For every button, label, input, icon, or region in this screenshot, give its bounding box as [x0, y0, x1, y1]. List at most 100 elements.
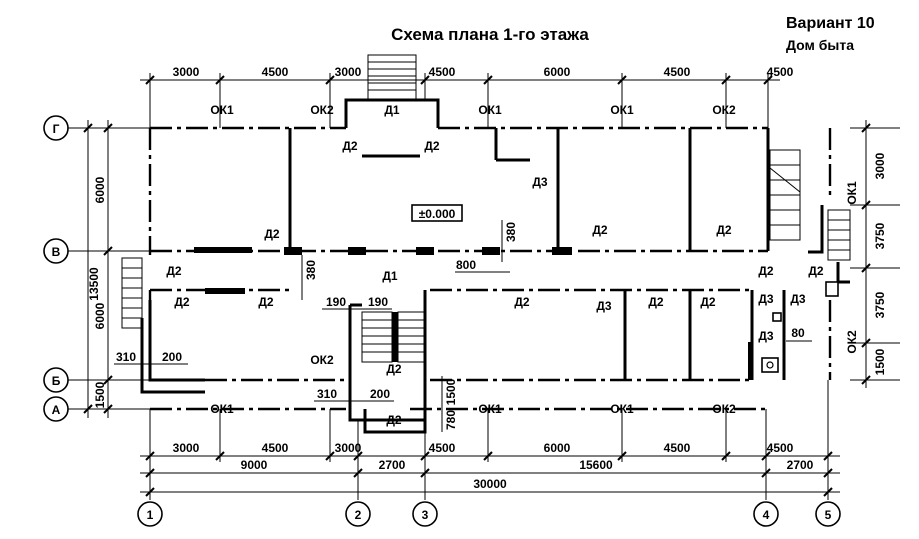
dim-310-center: 310 [317, 387, 337, 401]
dim-right-4: 1500 [873, 348, 887, 375]
variant-label: Вариант 10 [786, 15, 875, 32]
door-d2-5: Д2 [716, 223, 732, 237]
dim-190-b: 190 [368, 295, 388, 309]
dim-right-1: 3000 [873, 152, 887, 179]
dim-200-center: 200 [370, 387, 390, 401]
dim-bottom-4: 4500 [429, 441, 456, 455]
door-d3-3: Д3 [758, 292, 774, 306]
axis-markers [43, 115, 841, 527]
dim-top-3: 3000 [335, 65, 362, 79]
door-d3-2: Д3 [596, 299, 612, 313]
axis-g: Г [53, 122, 60, 136]
window-ok1-top-1: ОК1 [210, 103, 234, 117]
door-d2-4: Д2 [592, 223, 608, 237]
axis-5: 5 [825, 508, 832, 522]
dim-310-left: 310 [116, 350, 136, 364]
dim-top-1: 3000 [173, 65, 200, 79]
dim-80: 80 [791, 326, 805, 340]
door-d1-hall: Д1 [382, 269, 398, 283]
dim-top-5: 6000 [544, 65, 571, 79]
corridor-columns [194, 247, 572, 294]
door-d2-2: Д2 [424, 139, 440, 153]
central-staircase [348, 303, 427, 434]
axis-a: А [52, 403, 61, 417]
window-ok2-bottom-2: ОК2 [712, 402, 736, 416]
door-d2-6: Д2 [166, 264, 182, 278]
top-entrance-stair [344, 54, 440, 128]
dim-800: 800 [456, 258, 476, 272]
interior-walls [148, 128, 786, 409]
dim-span-1: 9000 [241, 458, 268, 472]
outer-walls [148, 126, 832, 411]
dim-bottom-5: 6000 [544, 441, 571, 455]
sanitary-fixtures [748, 312, 782, 380]
window-ok1-bottom-1: ОК1 [210, 402, 234, 416]
door-d2-1: Д2 [342, 139, 358, 153]
dim-200-left: 200 [162, 350, 182, 364]
right-staircase [769, 149, 851, 297]
window-ok1-bottom-2: ОК1 [478, 402, 502, 416]
drawing-title: Схема плана 1-го этажа [391, 25, 589, 44]
window-ok1-top-3: ОК1 [610, 103, 634, 117]
door-d3-1: Д3 [532, 175, 548, 189]
dim-left-total: 13500 [87, 267, 101, 301]
dim-1500-small: 1500 [444, 378, 458, 405]
left-dimension-chain [83, 120, 113, 418]
axis-2: 2 [355, 508, 362, 522]
door-d2-11: Д2 [700, 295, 716, 309]
axis-4: 4 [763, 508, 770, 522]
door-d2-9: Д2 [514, 295, 530, 309]
door-d2-8: Д2 [258, 295, 274, 309]
door-d2-3: Д2 [264, 227, 280, 241]
window-ok2-right: ОК2 [845, 330, 859, 354]
door-d3-5: Д3 [758, 329, 774, 343]
door-d2-12: Д2 [758, 264, 774, 278]
dim-bottom-6: 4500 [664, 441, 691, 455]
door-d1-entrance: Д1 [384, 103, 400, 117]
dim-total: 30000 [473, 477, 507, 491]
building-name: Дом быта [786, 37, 854, 53]
door-d2-14: Д2 [386, 362, 402, 376]
window-ok2-top-1: ОК2 [310, 103, 334, 117]
dim-right-2: 3750 [873, 222, 887, 249]
door-d2-7: Д2 [174, 295, 190, 309]
window-ok2-top-2: ОК2 [712, 103, 736, 117]
left-staircase [121, 257, 205, 394]
dim-bottom-7: 4500 [767, 441, 794, 455]
axis-3: 3 [422, 508, 429, 522]
top-dimension-chain [140, 73, 780, 128]
dim-span-3: 15600 [579, 458, 613, 472]
dim-span-4: 2700 [787, 458, 814, 472]
dim-190-a: 190 [326, 295, 346, 309]
level-mark: ±0.000 [419, 207, 456, 221]
dim-left-3: 1500 [93, 381, 107, 408]
dim-bottom-3: 3000 [335, 441, 362, 455]
window-ok1-top-2: ОК1 [478, 103, 502, 117]
dim-top-2: 4500 [262, 65, 289, 79]
dim-top-7: 4500 [767, 65, 794, 79]
window-ok2-bottom-1: ОК2 [310, 353, 334, 367]
door-d3-4: Д3 [790, 292, 806, 306]
dim-380-top: 380 [504, 222, 518, 242]
dim-right-3: 3750 [873, 291, 887, 318]
axis-1: 1 [147, 508, 154, 522]
door-d2-10: Д2 [648, 295, 664, 309]
axis-v: В [52, 245, 61, 259]
dim-bottom-1: 3000 [173, 441, 200, 455]
dim-top-4: 4500 [429, 65, 456, 79]
dim-left-2: 6000 [93, 302, 107, 329]
dim-780: 780 [444, 410, 458, 430]
window-ok1-right: ОК1 [845, 181, 859, 205]
dim-span-2: 2700 [379, 458, 406, 472]
door-d2-13: Д2 [808, 264, 824, 278]
level-mark-frame [411, 204, 463, 222]
bottom-dimension-chains [140, 380, 840, 500]
axis-b: Б [52, 374, 61, 388]
dim-left-1: 6000 [93, 176, 107, 203]
right-dimension-chain [861, 120, 871, 388]
dim-top-6: 4500 [664, 65, 691, 79]
dim-bottom-2: 4500 [262, 441, 289, 455]
door-d2-15: Д2 [386, 413, 402, 427]
dim-380-mid: 380 [304, 260, 318, 280]
